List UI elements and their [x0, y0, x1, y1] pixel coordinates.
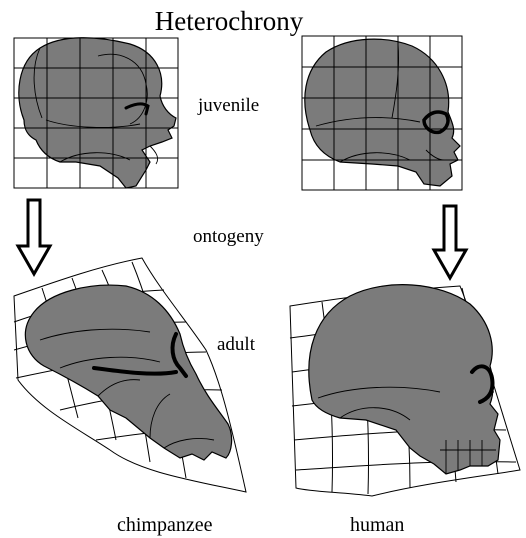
ontogeny-arrow-human: [434, 206, 466, 278]
juvenile-chimpanzee-skull: [19, 38, 176, 188]
ontogeny-arrow-chimpanzee: [18, 200, 50, 274]
adult-chimpanzee-skull: [25, 285, 231, 460]
adult-human-skull: [309, 285, 500, 474]
juvenile-human-skull: [305, 39, 460, 186]
